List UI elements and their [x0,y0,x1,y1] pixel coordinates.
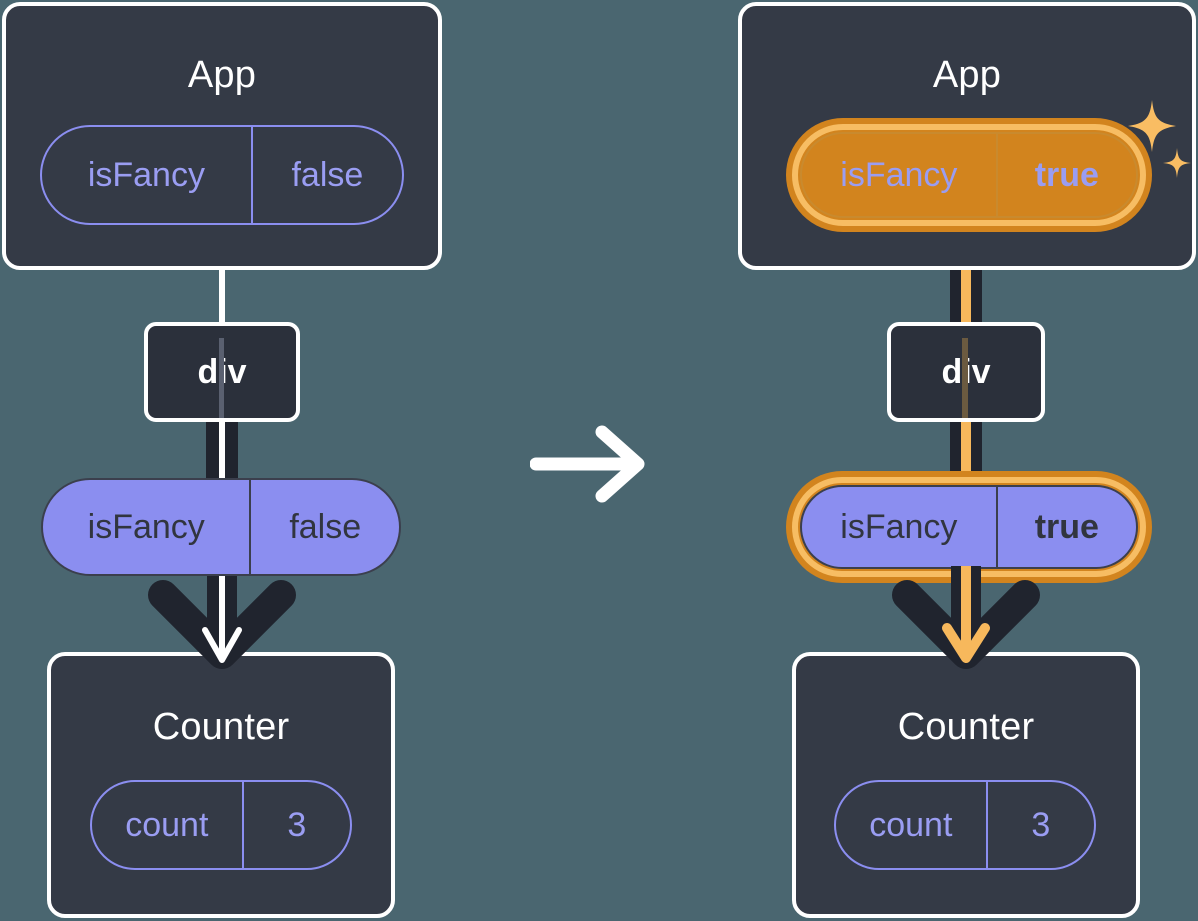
div-inner-line-left [219,338,224,418]
counter-state-pill-key-left: count [125,806,209,844]
connector-app-to-div-left [219,266,225,322]
counter-state-pill-value-right: 3 [985,782,1094,868]
counter-state-pill-right[interactable]: count 3 [834,780,1096,870]
app-state-pill-left[interactable]: isFancy false [40,125,404,225]
props-pill-key-left: isFancy [87,508,205,546]
app-state-pill-value-right: true [995,134,1136,216]
props-pill-value-right: true [995,487,1136,567]
app-state-pill-key-left: isFancy [87,156,205,194]
app-title-right: App [932,54,1002,96]
counter-state-pill-left[interactable]: count 3 [90,780,352,870]
counter-state-pill-value-left: 3 [241,782,350,868]
app-state-pill-key-right: isFancy [840,156,958,194]
transition-arrow-icon [530,425,645,503]
app-state-pill-right[interactable]: isFancy true [800,132,1138,218]
props-pill-value-left: false [249,480,399,574]
counter-state-pill-key-right: count [869,806,953,844]
app-state-pill-value-left: false [250,127,402,223]
props-pill-key-right: isFancy [840,508,958,546]
counter-title-right: Counter [897,706,1035,748]
props-pill-right[interactable]: isFancy true [800,485,1138,569]
highlight-ring-inner-app-right [792,124,1146,226]
counter-title-left: Counter [152,706,290,748]
app-title-left: App [187,54,257,96]
props-pill-left[interactable]: isFancy false [41,478,401,576]
div-inner-line-right [962,338,968,418]
